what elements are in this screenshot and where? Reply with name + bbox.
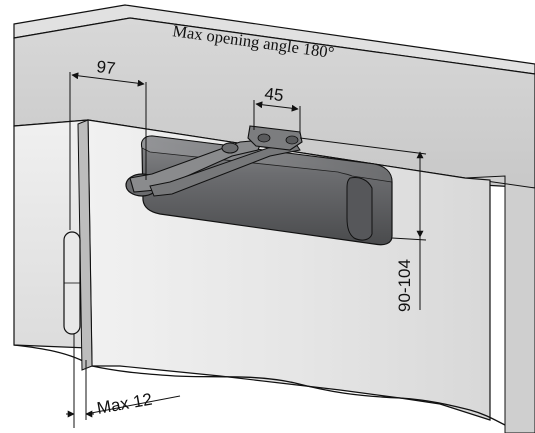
dim-vertical-label: 90-104 [395,259,414,312]
dim-45-label: 45 [264,84,285,105]
right-jamb-reveal [464,175,535,433]
door-edge [77,119,93,371]
arm-bracket-pivot [221,142,239,154]
dim-gap-label: Max 12 [95,390,153,418]
dim-97-label: 97 [96,57,117,78]
dimension-lines [66,72,427,428]
door-closer [125,125,393,246]
hinge [63,231,81,335]
dim-97-line [71,72,145,87]
closer-top [141,135,393,183]
closer-arm-secondary [149,143,301,197]
dim-vertical-extension-top [299,137,427,155]
dim-45-line [255,101,299,112]
closer-end-cap [346,177,373,241]
